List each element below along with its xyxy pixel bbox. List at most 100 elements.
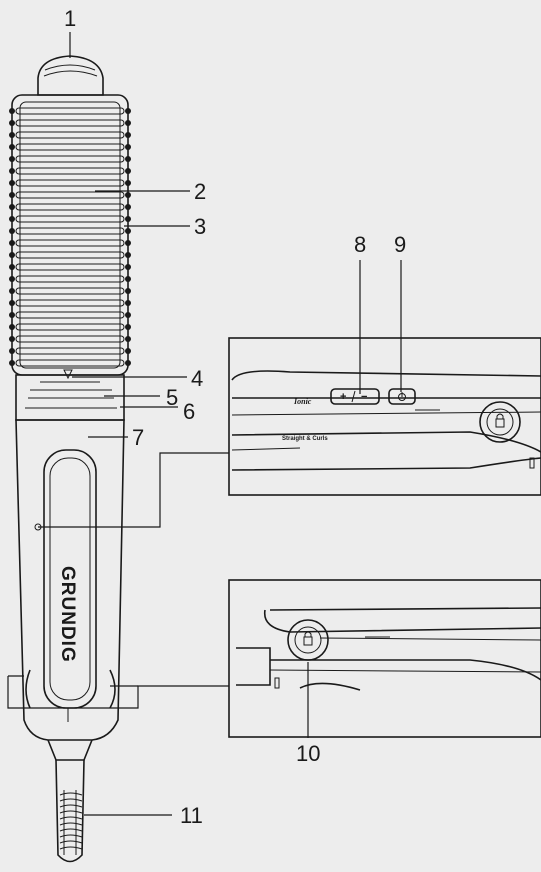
bristle-tip (125, 180, 131, 186)
lock-dial-rear[interactable] (287, 619, 329, 661)
svg-text:+: + (340, 391, 346, 403)
left-side-knob (25, 669, 31, 709)
bristle-tip (125, 132, 131, 138)
bristle-tip (125, 312, 131, 318)
callout-7: 7 (132, 425, 144, 450)
right-side-knob (109, 669, 116, 709)
bristle-tip (9, 156, 15, 162)
bristle-row (15, 167, 125, 175)
lock-dial[interactable] (479, 401, 521, 443)
arrow-marker-icon (63, 369, 73, 380)
bristle-tip (125, 324, 131, 330)
bristle-row (15, 299, 125, 307)
top-cap (37, 55, 104, 96)
bristle-tip (9, 228, 15, 234)
bristle-tip (125, 360, 131, 366)
bristle-tip (9, 300, 15, 306)
bristle-tip (9, 240, 15, 246)
bristle-row (15, 359, 125, 367)
bristle-tip (125, 108, 131, 114)
bristle-tip (9, 252, 15, 258)
bristle-tip (125, 240, 131, 246)
bristle-row (15, 143, 125, 151)
bristle-tip (125, 156, 131, 162)
bristle-tip (125, 348, 131, 354)
detail-panel-lock (228, 579, 541, 738)
bristle-tip (9, 168, 15, 174)
callout-4: 4 (191, 366, 203, 391)
callout-11: 11 (180, 803, 203, 828)
cord-rib (59, 792, 83, 796)
callout-labels: 1 2 3 4 5 6 7 8 9 10 11 (64, 6, 406, 828)
bristle-tip (9, 204, 15, 210)
hair-straightener-brush: GRUNDIG (9, 55, 131, 863)
callout-1: 1 (64, 6, 76, 31)
bristle-tip (9, 324, 15, 330)
bristle-tip (9, 108, 15, 114)
leader-lines (69, 32, 402, 816)
bristle-head-inner (19, 101, 121, 369)
cord-rib (59, 816, 83, 820)
bristle-row (15, 191, 125, 199)
power-button[interactable] (388, 388, 416, 405)
bristle-row (15, 179, 125, 187)
top-vent (43, 64, 98, 77)
bristle-tip (125, 264, 131, 270)
bristle-row (15, 131, 125, 139)
cord-ribs (59, 792, 83, 850)
bristle-tip (9, 120, 15, 126)
bristle-head-frame (11, 94, 129, 376)
svg-text:Ionic: Ionic (293, 397, 312, 406)
bristle-tip (125, 228, 131, 234)
cord-rib (59, 846, 83, 850)
detail-panel-controls: + − Ionic Straight & Curls (228, 337, 541, 496)
cord-base (47, 739, 93, 761)
bristle-tip (125, 120, 131, 126)
bristle-row (15, 251, 125, 259)
heating-plate-bristles (9, 107, 131, 367)
cord-rib (59, 822, 83, 826)
bristle-tip (125, 204, 131, 210)
svg-text:−: − (361, 391, 367, 403)
bristle-tip (9, 192, 15, 198)
bristle-row (15, 119, 125, 127)
bristle-row (15, 263, 125, 271)
bristle-tip (125, 300, 131, 306)
connector-line-bottom (7, 676, 229, 709)
callout-6: 6 (183, 399, 195, 424)
connector-line-top (38, 452, 229, 528)
callout-3: 3 (194, 214, 206, 239)
detail-frame-bottom (228, 579, 541, 738)
bristle-tip (125, 192, 131, 198)
cord-rib (59, 804, 83, 808)
cord-rib (59, 798, 83, 802)
bristle-row (15, 275, 125, 283)
lock-icon (495, 418, 505, 428)
cord-rib (59, 810, 83, 814)
callout-9: 9 (394, 232, 406, 257)
bristle-tip (9, 216, 15, 222)
temperature-plus-minus-button[interactable] (330, 388, 380, 405)
bristle-tip (9, 312, 15, 318)
bristle-tip (9, 264, 15, 270)
bristle-row (15, 227, 125, 235)
bristle-tip (9, 144, 15, 150)
svg-text:Straight & Curls: Straight & Curls (282, 436, 328, 442)
bristle-tip (9, 360, 15, 366)
callout-8: 8 (354, 232, 366, 257)
bristle-row (15, 107, 125, 115)
bristle-row (15, 335, 125, 343)
brand-logo: GRUNDIG (57, 566, 78, 663)
bristle-row (15, 311, 125, 319)
bristle-tip (125, 288, 131, 294)
bristle-tip (9, 276, 15, 282)
bristle-tip (125, 276, 131, 282)
bristle-tip (9, 180, 15, 186)
bristle-row (15, 239, 125, 247)
lock-icon-rear (303, 636, 313, 646)
callout-5: 5 (166, 385, 178, 410)
callout-2: 2 (194, 179, 206, 204)
cord-rib (59, 840, 83, 844)
callout-10: 10 (296, 741, 320, 766)
